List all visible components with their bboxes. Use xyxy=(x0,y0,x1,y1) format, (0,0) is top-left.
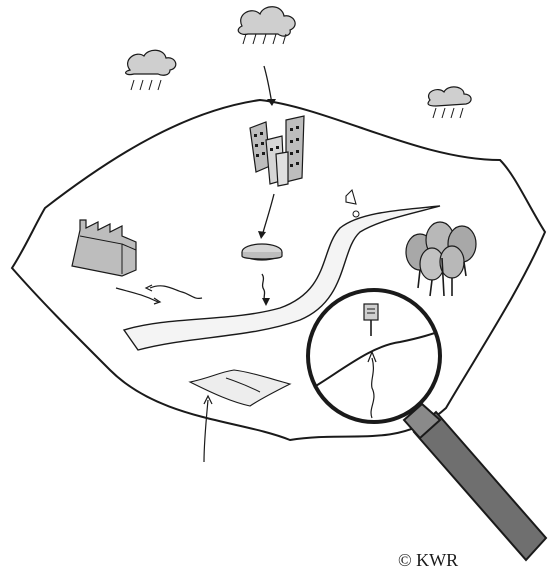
rain-cloud-right xyxy=(428,87,471,118)
rain-cloud-top xyxy=(238,7,295,44)
treatment-plant xyxy=(242,244,282,260)
magnifier-handle xyxy=(414,412,546,560)
copyright-label: © KWR xyxy=(398,550,458,571)
rain-cloud-left xyxy=(126,50,176,90)
